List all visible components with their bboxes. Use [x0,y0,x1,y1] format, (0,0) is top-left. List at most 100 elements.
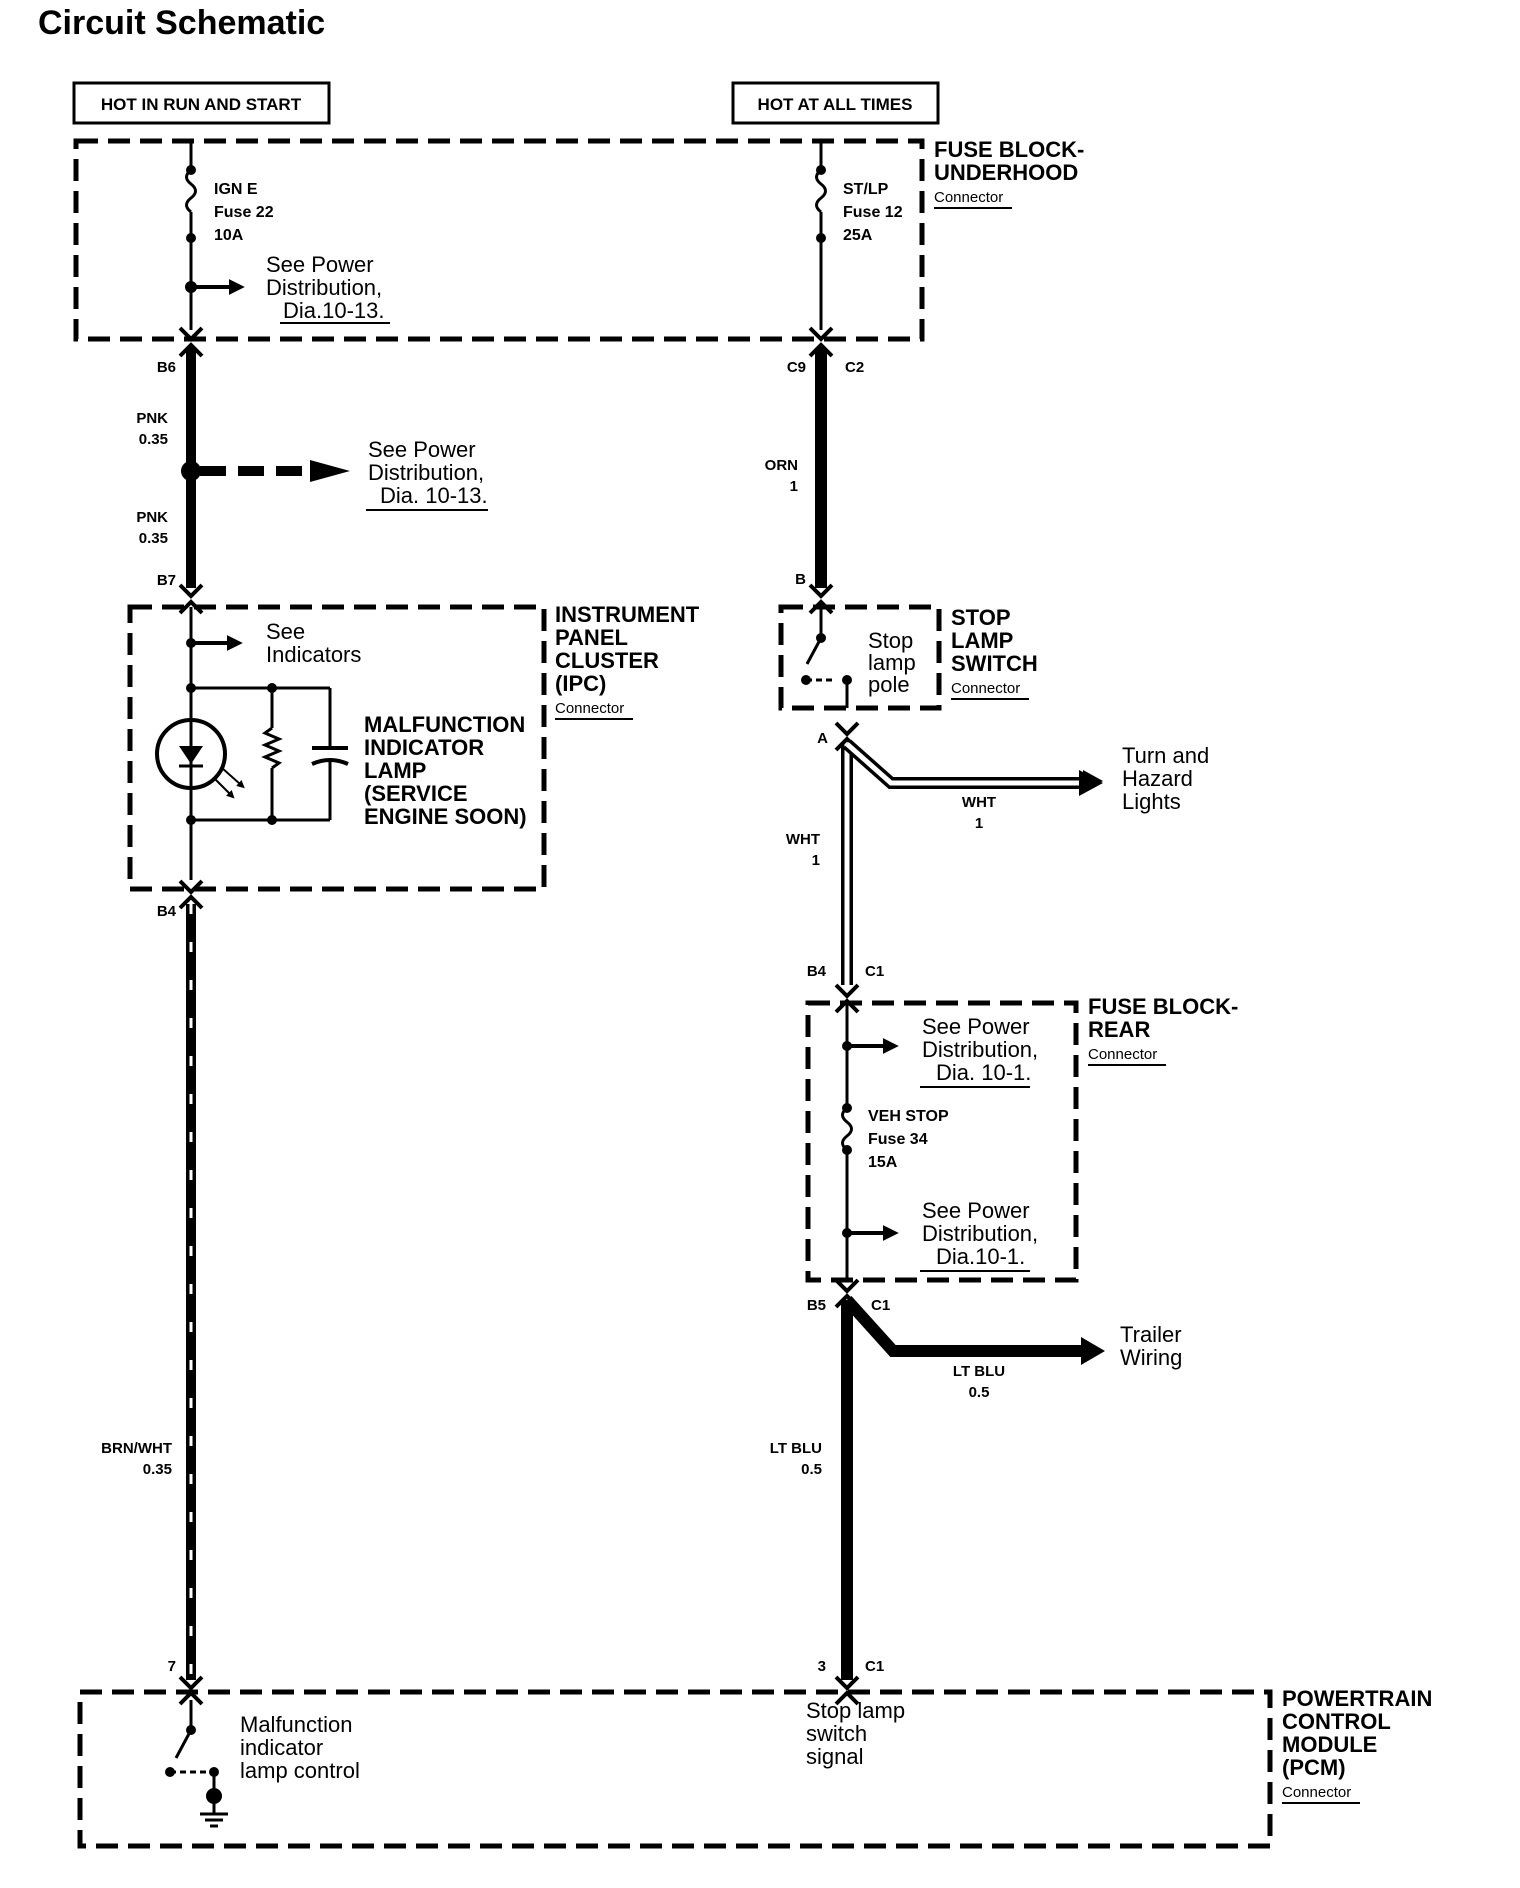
wire-pnk-color-2: PNK [136,509,168,526]
pin-b: B [795,571,806,588]
wire-brnwht-size: 0.35 [143,1461,172,1478]
fbr-connector: Connector [1088,1046,1157,1063]
mil-name-1: MALFUNCTION [364,712,525,737]
turn-hazard-line3: Lights [1122,789,1181,814]
mil-name-2: INDICATOR [364,735,484,760]
underhood-see-line1: See Power [266,252,374,277]
splice-see-line1: See Power [368,437,476,462]
slsw-inner-3: pole [868,672,910,697]
wire-ltblu-branch-size: 0.5 [969,1384,990,1401]
header-left-label: HOT IN RUN AND START [101,95,302,114]
fuse-22-name: IGN E [214,181,258,198]
wire-ltblu-size: 0.5 [801,1461,822,1478]
fuse-block-underhood: FUSE BLOCK- UNDERHOOD Connector IGN E Fu… [73,137,1084,342]
slsw-inner-2: lamp [868,650,916,675]
pin-pcm-7: 7 [168,1658,176,1675]
splice-see-line3: Dia. 10-13. [380,483,488,508]
fuse-12-symbol [815,168,827,214]
fuse-34-number: Fuse 34 [868,1131,928,1148]
wire-pnk [181,348,350,588]
pcm-name-1: POWERTRAIN [1282,1686,1432,1711]
fuse-34-symbol [841,1106,853,1152]
fbr-name-1: FUSE BLOCK- [1088,994,1238,1019]
page-title: Circuit Schematic [38,4,325,42]
pin-b6: B6 [157,359,176,376]
mil-name-3: LAMP [364,758,426,783]
fuse-22-symbol [185,168,197,214]
fuse-block-underhood-connector: Connector [934,189,1003,206]
wire-brnwht-color: BRN/WHT [101,1440,172,1457]
fbr-name-2: REAR [1088,1017,1150,1042]
pin-c9: C9 [787,359,806,376]
wire-wht [841,739,1103,985]
ipc-name-4: (IPC) [555,671,606,696]
trailer-line2: Wiring [1120,1345,1182,1370]
wire-wht-color: WHT [786,831,820,848]
mil-name-4: (SERVICE [364,781,468,806]
splice-see-line2: Distribution, [368,460,484,485]
wire-wht-size: 1 [812,852,820,869]
resistor-symbol [261,726,283,770]
fuse-block-rear: FUSE BLOCK- REAR Connector See Power Dis… [805,994,1238,1283]
fuse-34-rating: 15A [868,1154,898,1171]
wire-orn-size: 1 [790,478,798,495]
fbr-see2-line2: Distribution, [922,1221,1038,1246]
trailer-line1: Trailer [1120,1322,1182,1347]
underhood-see-line3: Dia.10-13. [283,298,385,323]
stop-lamp-switch-contact [805,637,823,665]
mil-name-5: ENGINE SOON) [364,804,527,829]
wire-wht-branch-color: WHT [962,794,996,811]
pin-c2: C2 [845,359,864,376]
pin-c1-out: C1 [871,1297,890,1314]
pin-pcm-c1: C1 [865,1658,884,1675]
slsw-inner-1: Stop [868,628,913,653]
wire-wht-branch-size: 1 [975,815,983,832]
ipc-name-1: INSTRUMENT [555,602,700,627]
header-hot-at-all-times: HOT AT ALL TIMES [731,81,940,125]
pcm-stop-line1: Stop lamp [806,1698,905,1723]
wire-pnk-size-1: 0.35 [139,431,168,448]
instrument-panel-cluster: INSTRUMENT PANEL CLUSTER (IPC) Connector… [127,602,700,892]
ground-icon [200,1796,228,1828]
pcm-stop-line3: signal [806,1744,863,1769]
fuse-34-name: VEH STOP [868,1108,949,1125]
ipc-see-line2: Indicators [266,642,361,667]
fbr-see1-line3: Dia. 10-1. [936,1060,1031,1085]
wire-ltblu-branch-color: LT BLU [953,1363,1005,1380]
fuse-12-rating: 25A [843,227,873,244]
powertrain-control-module: POWERTRAIN CONTROL MODULE (PCM) Connecto… [77,1686,1432,1849]
pcm-mil-line3: lamp control [240,1758,360,1783]
turn-hazard-line2: Hazard [1122,766,1193,791]
ipc-name-3: CLUSTER [555,648,659,673]
ipc-see-line1: See [266,619,305,644]
pin-b7: B7 [157,572,176,589]
pcm-connector: Connector [1282,1784,1351,1801]
mil-control-switch [174,1729,193,1759]
pcm-stop-line2: switch [806,1721,867,1746]
fbr-see2-line3: Dia.10-1. [936,1244,1025,1269]
fuse-22-number: Fuse 22 [214,204,274,221]
pin-b4-ipc: B4 [157,903,177,920]
header-hot-in-run-start: HOT IN RUN AND START [72,81,331,125]
pin-a: A [817,730,828,747]
header-right-label: HOT AT ALL TIMES [758,95,913,114]
fuse-block-underhood-name-2: UNDERHOOD [934,160,1078,185]
slsw-connector: Connector [951,680,1020,697]
fuse-12-name: ST/LP [843,181,889,198]
stop-lamp-switch: Stop lamp pole STOP LAMP SWITCH Connecto… [778,604,1038,711]
ipc-connector: Connector [555,700,624,717]
pin-c1-rear: C1 [865,963,884,980]
slsw-name-2: LAMP [951,628,1013,653]
pcm-name-2: CONTROL [1282,1709,1391,1734]
pin-b4-rear: B4 [807,963,827,980]
slsw-name-3: SWITCH [951,651,1038,676]
turn-hazard-line1: Turn and [1122,743,1209,768]
pcm-mil-line1: Malfunction [240,1712,353,1737]
wire-ltblu-color: LT BLU [770,1440,822,1457]
pin-pcm-3: 3 [818,1658,826,1675]
wire-pnk-color-1: PNK [136,410,168,427]
fbr-see1-line1: See Power [922,1014,1030,1039]
pcm-name-3: MODULE [1282,1732,1377,1757]
pin-b5: B5 [807,1297,826,1314]
